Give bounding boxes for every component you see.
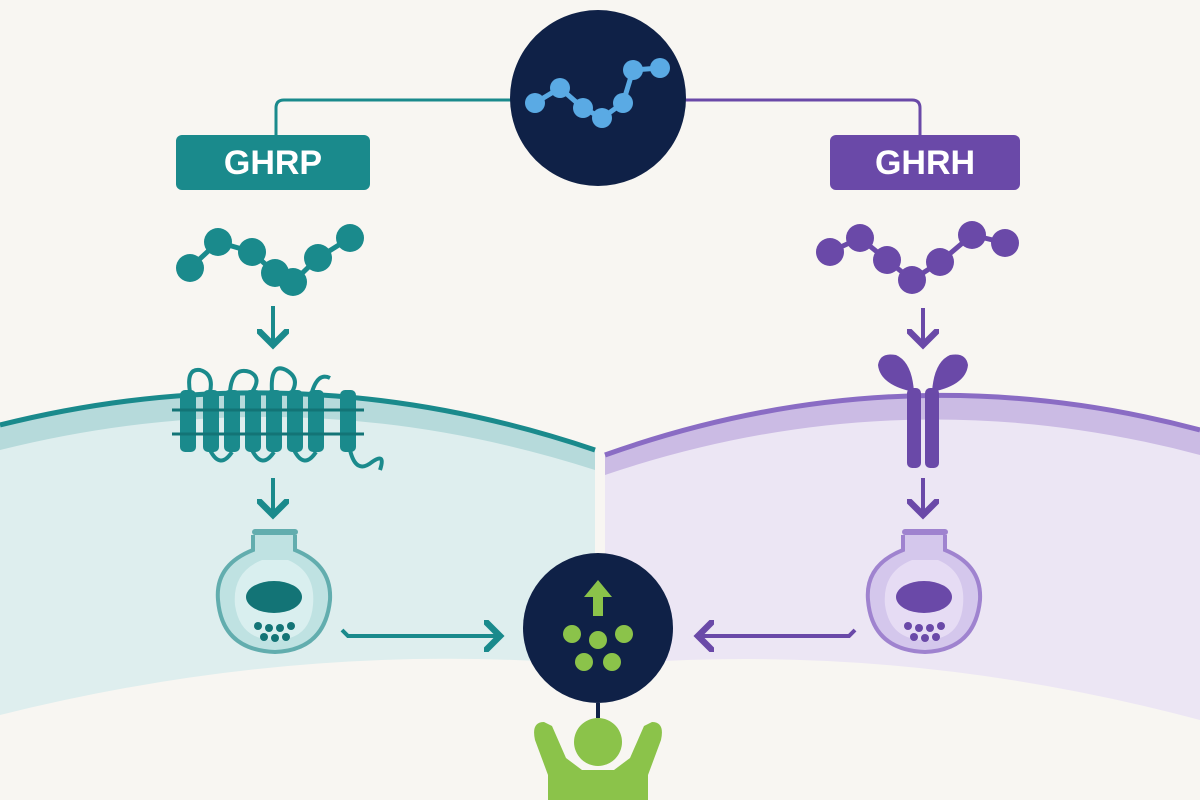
ghrh-pituitary-cell-icon: [865, 529, 983, 655]
ghrh-label-box: GHRH: [830, 135, 1020, 190]
left-connector-line: [274, 98, 515, 135]
right-connector-line: [685, 98, 922, 135]
peptide-chain-icon: [510, 10, 686, 186]
ghrp-pituitary-cell-icon: [215, 529, 333, 655]
strong-person-icon: [534, 718, 662, 800]
ghrh-arrow-to-center: [698, 630, 857, 636]
seven-transmembrane-receptor-icon: [172, 366, 384, 471]
ghrp-peptide-icon: [176, 224, 364, 296]
y-shaped-receptor-icon: [878, 354, 968, 468]
ghrh-peptide-icon: [816, 221, 1019, 294]
growth-hormone-release-icon: [523, 553, 673, 703]
ghrh-label: GHRH: [875, 144, 975, 182]
ghrp-label-box: GHRP: [176, 135, 370, 190]
ghrp-label: GHRP: [224, 144, 322, 182]
right-cell-membrane-line: [604, 392, 1200, 458]
ghrp-arrow-to-center: [340, 630, 500, 636]
